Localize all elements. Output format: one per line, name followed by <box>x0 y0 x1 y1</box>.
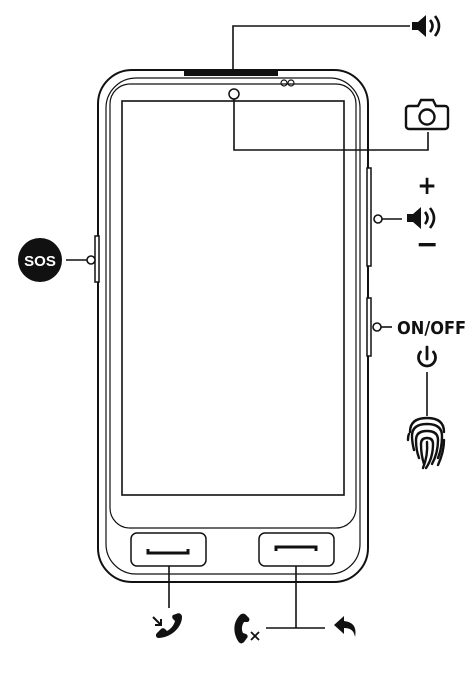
proximity-sensors <box>280 79 295 87</box>
sos-label: SOS <box>24 253 56 270</box>
volume-minus-label: − <box>416 227 439 262</box>
incoming-call-icon <box>152 613 182 638</box>
end-call-icon <box>234 613 260 644</box>
sos-badge: SOS <box>18 238 62 282</box>
volume-side-button <box>366 167 372 267</box>
end-back-button <box>258 532 335 567</box>
display <box>121 100 345 496</box>
call-button <box>130 532 207 567</box>
back-icon <box>334 616 356 637</box>
camera-icon <box>404 98 450 131</box>
front-camera <box>228 88 240 100</box>
volume-plus-label: + <box>417 171 437 201</box>
leader-lines <box>66 25 429 629</box>
speaker-earpiece-icon <box>412 15 441 37</box>
power-side-button <box>366 297 372 357</box>
earpiece-grille <box>184 71 278 76</box>
fingerprint-icon <box>406 416 446 470</box>
power-label: ON/OFF <box>397 318 466 339</box>
phone-body <box>97 69 369 583</box>
bottom-buttons <box>130 532 335 567</box>
power-icon <box>417 345 437 368</box>
volume-icon <box>407 207 436 229</box>
side-buttons <box>94 167 372 357</box>
